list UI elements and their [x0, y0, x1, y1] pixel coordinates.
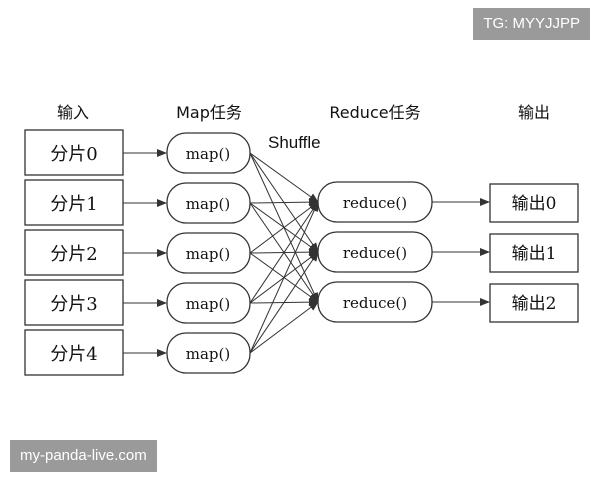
reduce-task-label: reduce()	[343, 194, 407, 212]
split-3: 分片3	[24, 279, 124, 326]
output-2: 输出2	[489, 283, 579, 323]
map-task-label: map()	[186, 245, 230, 263]
map-task-label: map()	[186, 195, 230, 213]
shuffle-line-map-0-to-reduce-0	[249, 152, 319, 203]
split-label: 分片4	[50, 344, 97, 365]
split-label: 分片3	[50, 294, 97, 315]
shuffle-line-map-4-to-reduce-2	[249, 301, 319, 354]
reduce-task-label: reduce()	[343, 244, 407, 262]
shuffle-label: Shuffle	[268, 133, 321, 152]
reduce-task-label: reduce()	[343, 294, 407, 312]
reduce-task-1: reduce()	[317, 231, 433, 273]
split-to-map-arrows	[123, 149, 167, 357]
output-0: 输出0	[489, 183, 579, 223]
shuffle-connections	[249, 152, 319, 354]
header-reduce-tasks: Reduce任务	[329, 103, 420, 122]
map-task-label: map()	[186, 345, 230, 363]
header-input: 输入	[57, 103, 89, 122]
output-1: 输出1	[489, 233, 579, 273]
map-task-label: map()	[186, 145, 230, 163]
split-label: 分片2	[50, 244, 97, 265]
watermark-site: my-panda-live.com	[10, 440, 157, 472]
shuffle-line-map-2-to-reduce-0	[249, 201, 319, 254]
output-label: 输出1	[512, 244, 557, 264]
shuffle-line-map-4-to-reduce-0	[249, 201, 319, 354]
header-output: 输出	[518, 103, 550, 122]
shuffle-line-map-1-to-reduce-0	[249, 198, 319, 207]
shuffle-line-map-3-to-reduce-0	[249, 201, 319, 304]
map-task-2: map()	[166, 232, 251, 274]
reduce-task-2: reduce()	[317, 281, 433, 323]
map-task-0: map()	[166, 132, 251, 174]
map-task-3: map()	[166, 282, 251, 324]
watermark-telegram: TG: MYYJJPP	[473, 8, 590, 40]
map-task-1: map()	[166, 182, 251, 224]
reduce-task-0: reduce()	[317, 181, 433, 223]
split-4: 分片4	[24, 329, 124, 376]
reduce-to-output-arrows	[432, 198, 490, 306]
split-1: 分片1	[24, 179, 124, 226]
split-label: 分片0	[50, 144, 97, 165]
output-label: 输出2	[512, 294, 557, 314]
split-0: 分片0	[24, 129, 124, 176]
shuffle-line-map-4-to-reduce-1	[249, 251, 319, 354]
output-label: 输出0	[512, 194, 557, 214]
map-task-4: map()	[166, 332, 251, 374]
split-label: 分片1	[50, 194, 97, 215]
split-2: 分片2	[24, 229, 124, 276]
map-task-label: map()	[186, 295, 230, 313]
header-map-tasks: Map任务	[176, 103, 242, 122]
